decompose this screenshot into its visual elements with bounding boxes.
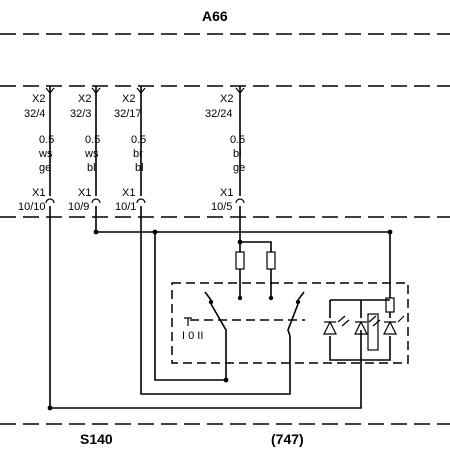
switch-positions-label: I 0 II: [182, 330, 203, 342]
switch-actuator-icon: [184, 317, 192, 326]
connector-3-gauge: 0.5: [131, 134, 146, 146]
x1-connector-symbols: [45, 198, 245, 204]
rotary-switch: I 0 II: [182, 317, 305, 342]
connector-4-gauge: 0.5: [230, 134, 245, 146]
module-s140-title: S140: [80, 431, 113, 447]
connector-1-top-pin: 32/4: [24, 108, 45, 120]
connector-2-top-connector: X2: [78, 93, 91, 105]
upper-wires: [45, 86, 245, 204]
connector-2-gauge: 0.5: [85, 134, 100, 146]
x2-connector-symbols: [45, 87, 245, 94]
connector-3-color1: br: [133, 148, 143, 160]
connector-3-color2: bl: [135, 162, 144, 174]
module-a66-title: A66: [202, 8, 228, 24]
connector-4-bottom-connector: X1: [220, 187, 233, 199]
led-indicators: [323, 313, 405, 351]
connector-1-color2: ge: [39, 162, 51, 174]
led-3-icon: [383, 320, 397, 335]
led-housing: [367, 313, 379, 351]
connector-3-bottom-connector: X1: [122, 187, 135, 199]
connector-1-top-connector: X2: [32, 93, 45, 105]
connector-4-color1: bl: [233, 148, 242, 160]
switch-component-enclosure: [171, 282, 409, 364]
connector-column-4: X2 32/24 0.5 bl ge X1 10/5: [205, 93, 245, 213]
led-2-icon: [354, 320, 368, 335]
connector-2-bottom-pin: 10/9: [68, 201, 89, 213]
connector-2-color2: bl: [87, 162, 96, 174]
connector-column-3: X2 32/17 0.5 br bl X1 10/1: [114, 93, 146, 213]
light-emission-arrows-icon: [337, 315, 405, 327]
led-1-icon: [323, 320, 337, 335]
connector-1-bottom-connector: X1: [32, 187, 45, 199]
connector-3-top-connector: X2: [122, 93, 135, 105]
connector-1-bottom-pin: 10/10: [18, 201, 46, 213]
connector-1-gauge: 0.5: [39, 134, 54, 146]
resistor-2: [266, 251, 276, 270]
connector-3-top-pin: 32/17: [114, 108, 142, 120]
module-s140-reference: (747): [271, 431, 304, 447]
connector-4-top-pin: 32/24: [205, 108, 233, 120]
connector-4-bottom-pin: 10/5: [211, 201, 232, 213]
connector-2-bottom-connector: X1: [78, 187, 91, 199]
connector-column-1: X2 32/4 0.5 ws ge X1 10/10: [18, 93, 54, 213]
resistor-1: [235, 251, 245, 270]
connector-4-top-connector: X2: [220, 93, 233, 105]
connector-3-bottom-pin: 10/1: [115, 201, 136, 213]
connector-4-color2: ge: [233, 162, 245, 174]
connector-2-top-pin: 32/3: [70, 108, 91, 120]
resistor-3: [385, 297, 395, 313]
internal-wiring: [47, 206, 395, 411]
